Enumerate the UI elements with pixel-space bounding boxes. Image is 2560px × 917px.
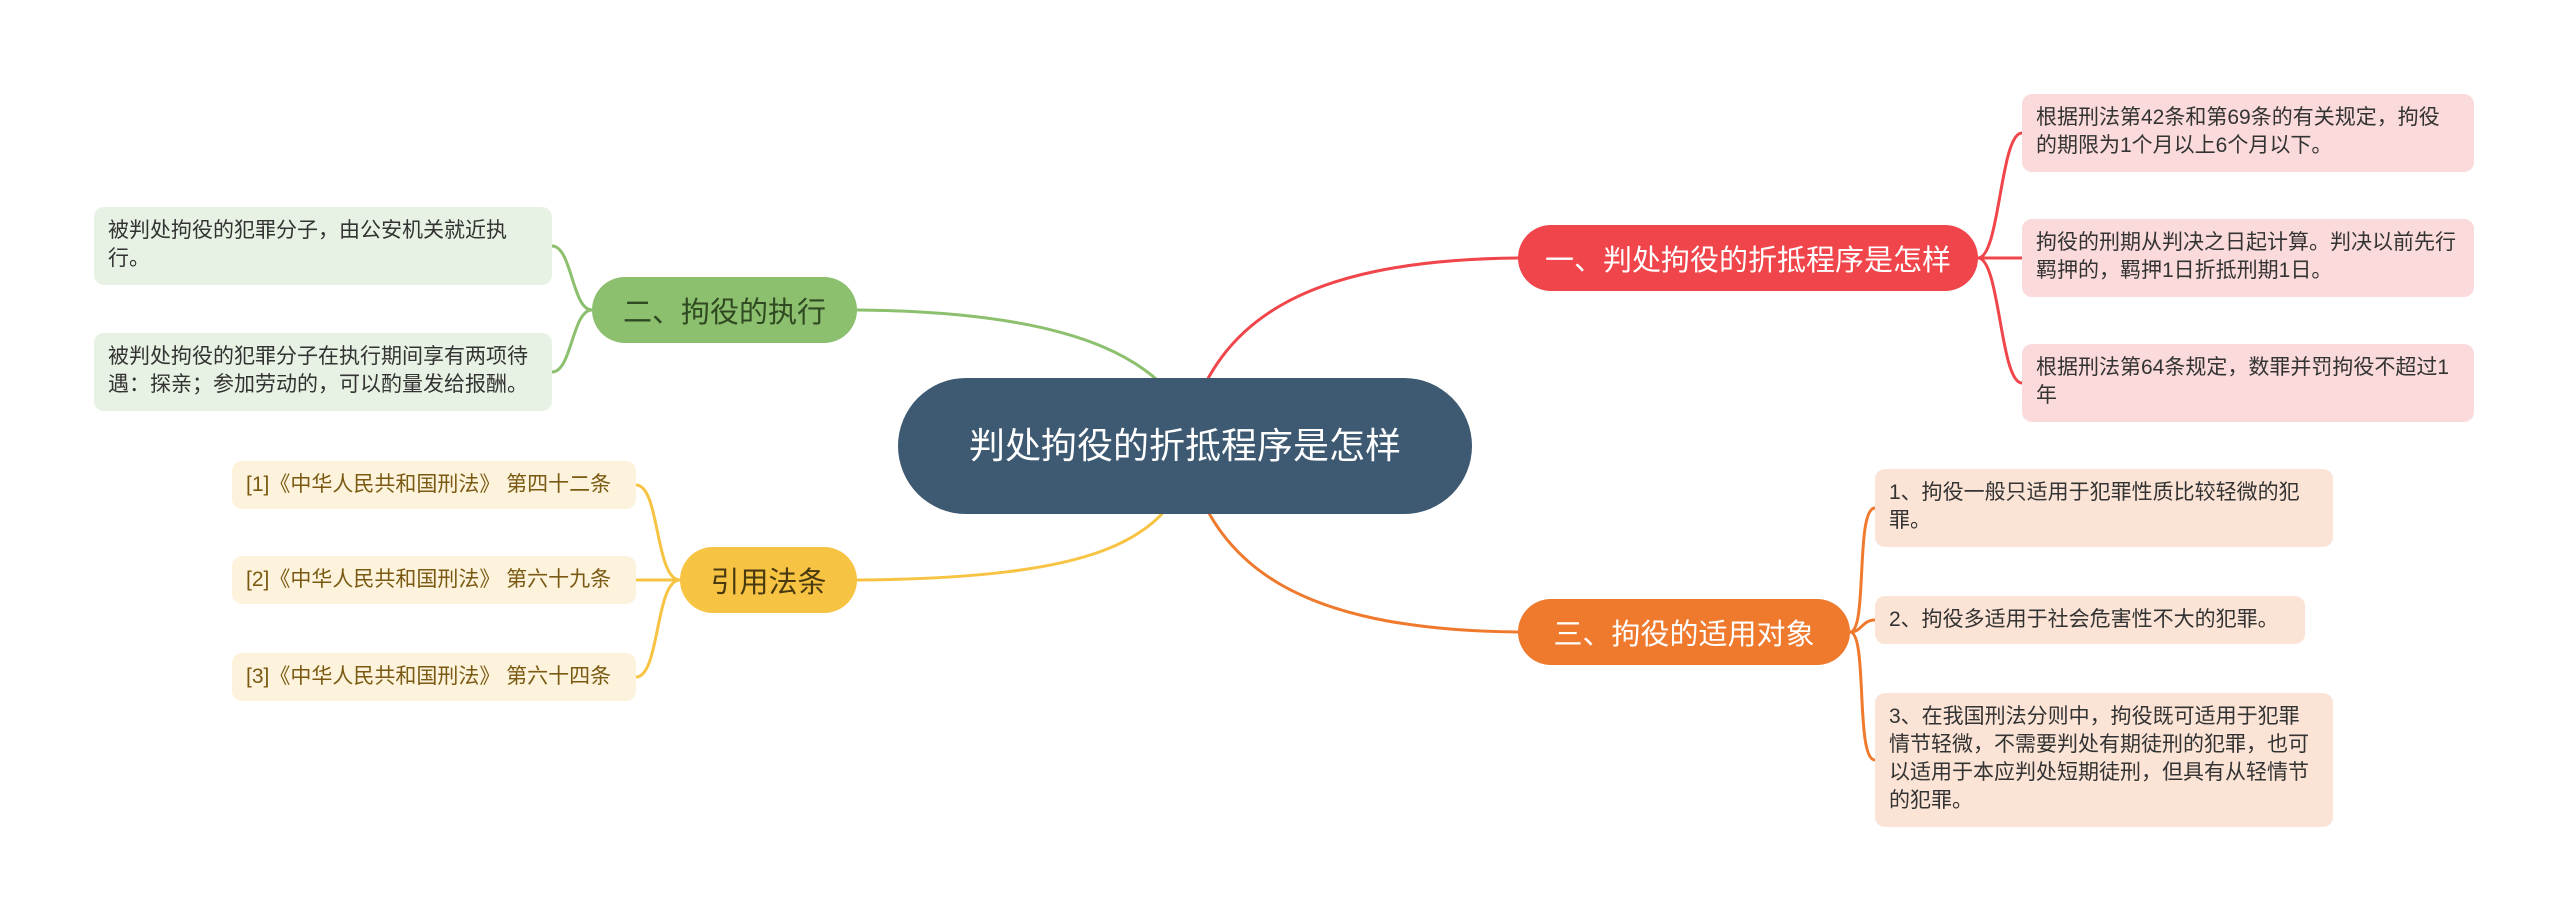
branch-1-leaf-2-text: 拘役的刑期从判决之日起计算。判决以前先行羁押的，羁押1日折抵刑期1日。 [2036,231,2456,282]
branch-3-label: 三、拘役的适用对象 [1553,619,1815,651]
branch-3-leaf-2-text: 2、拘役多适用于社会危害性不大的犯罪。 [1889,608,2279,631]
branch-3-leaf-3-text: 3、在我国刑法分则中，拘役既可适用于犯罪情节轻微，不需要判处有期徒刑的犯罪，也可… [1889,705,2309,812]
branch-2-leaf-1[interactable]: 被判处拘役的犯罪分子，由公安机关就近执行。 [94,207,552,285]
connector-b4-leaf1 [635,483,681,582]
branch-1-leaf-3[interactable]: 根据刑法第64条规定，数罪并罚拘役不超过1年 [2022,344,2474,422]
branch-3-leaf-2[interactable]: 2、拘役多适用于社会危害性不大的犯罪。 [1875,596,2305,644]
branch-4-label: 引用法条 [710,567,827,599]
connector-b3-leaf3 [1849,630,1876,762]
branch-4-leaf-1-text: [1]《中华人民共和国刑法》 第四十二条 [246,473,612,496]
branch-4-leaf-3-text: [3]《中华人民共和国刑法》 第六十四条 [246,665,612,688]
branch-2-label: 二、拘役的执行 [622,297,826,329]
connector-b3-leaf2 [1849,618,1876,634]
branch-3-leaf-3[interactable]: 3、在我国刑法分则中，拘役既可适用于犯罪情节轻微，不需要判处有期徒刑的犯罪，也可… [1875,693,2333,827]
connector-b2-leaf2 [551,308,593,374]
branch-2-leaf-2[interactable]: 被判处拘役的犯罪分子在执行期间享有两项待遇：探亲；参加劳动的，可以酌量发给报酬。 [94,333,552,411]
connector-b1-leaf3 [1977,256,2023,385]
branch-2-topic[interactable]: 二、拘役的执行 [592,277,857,343]
branch-4-leaf-2-text: [2]《中华人民共和国刑法》 第六十九条 [246,568,612,591]
branch-1-leaf-1-text: 根据刑法第42条和第69条的有关规定，拘役的期限为1个月以上6个月以下。 [2036,106,2440,157]
connector-b3-leaf1 [1849,506,1876,634]
branch-4-leaf-3[interactable]: [3]《中华人民共和国刑法》 第六十四条 [232,653,636,701]
root-topic-label: 判处拘役的折抵程序是怎样 [968,425,1401,466]
branch-1-label: 一、判处拘役的折抵程序是怎样 [1544,245,1951,277]
branch-1-leaf-1[interactable]: 根据刑法第42条和第69条的有关规定，拘役的期限为1个月以上6个月以下。 [2022,94,2474,172]
branch-4-leaf-1[interactable]: [1]《中华人民共和国刑法》 第四十二条 [232,461,636,509]
connector-b2-leaf1 [551,244,593,312]
branch-4-leaf-2[interactable]: [2]《中华人民共和国刑法》 第六十九条 [232,556,636,604]
branch-3-topic[interactable]: 三、拘役的适用对象 [1518,599,1850,665]
root-topic[interactable]: 判处拘役的折抵程序是怎样 [898,378,1472,514]
branch-2-leaf-1-text: 被判处拘役的犯罪分子，由公安机关就近执行。 [108,219,507,270]
connector-b4-leaf3 [635,578,681,679]
branch-3-leaf-1[interactable]: 1、拘役一般只适用于犯罪性质比较轻微的犯罪。 [1875,469,2333,547]
branch-1-leaf-2[interactable]: 拘役的刑期从判决之日起计算。判决以前先行羁押的，羁押1日折抵刑期1日。 [2022,219,2474,297]
branch-1-leaf-3-text: 根据刑法第64条规定，数罪并罚拘役不超过1年 [2036,356,2450,407]
branch-3-leaf-1-text: 1、拘役一般只适用于犯罪性质比较轻微的犯罪。 [1889,481,2300,532]
branch-2-leaf-2-text: 被判处拘役的犯罪分子在执行期间享有两项待遇：探亲；参加劳动的，可以酌量发给报酬。 [108,345,528,396]
connector-b1-leaf1 [1977,131,2023,260]
branch-4-topic[interactable]: 引用法条 [680,547,857,613]
branch-1-topic[interactable]: 一、判处拘役的折抵程序是怎样 [1518,225,1978,291]
